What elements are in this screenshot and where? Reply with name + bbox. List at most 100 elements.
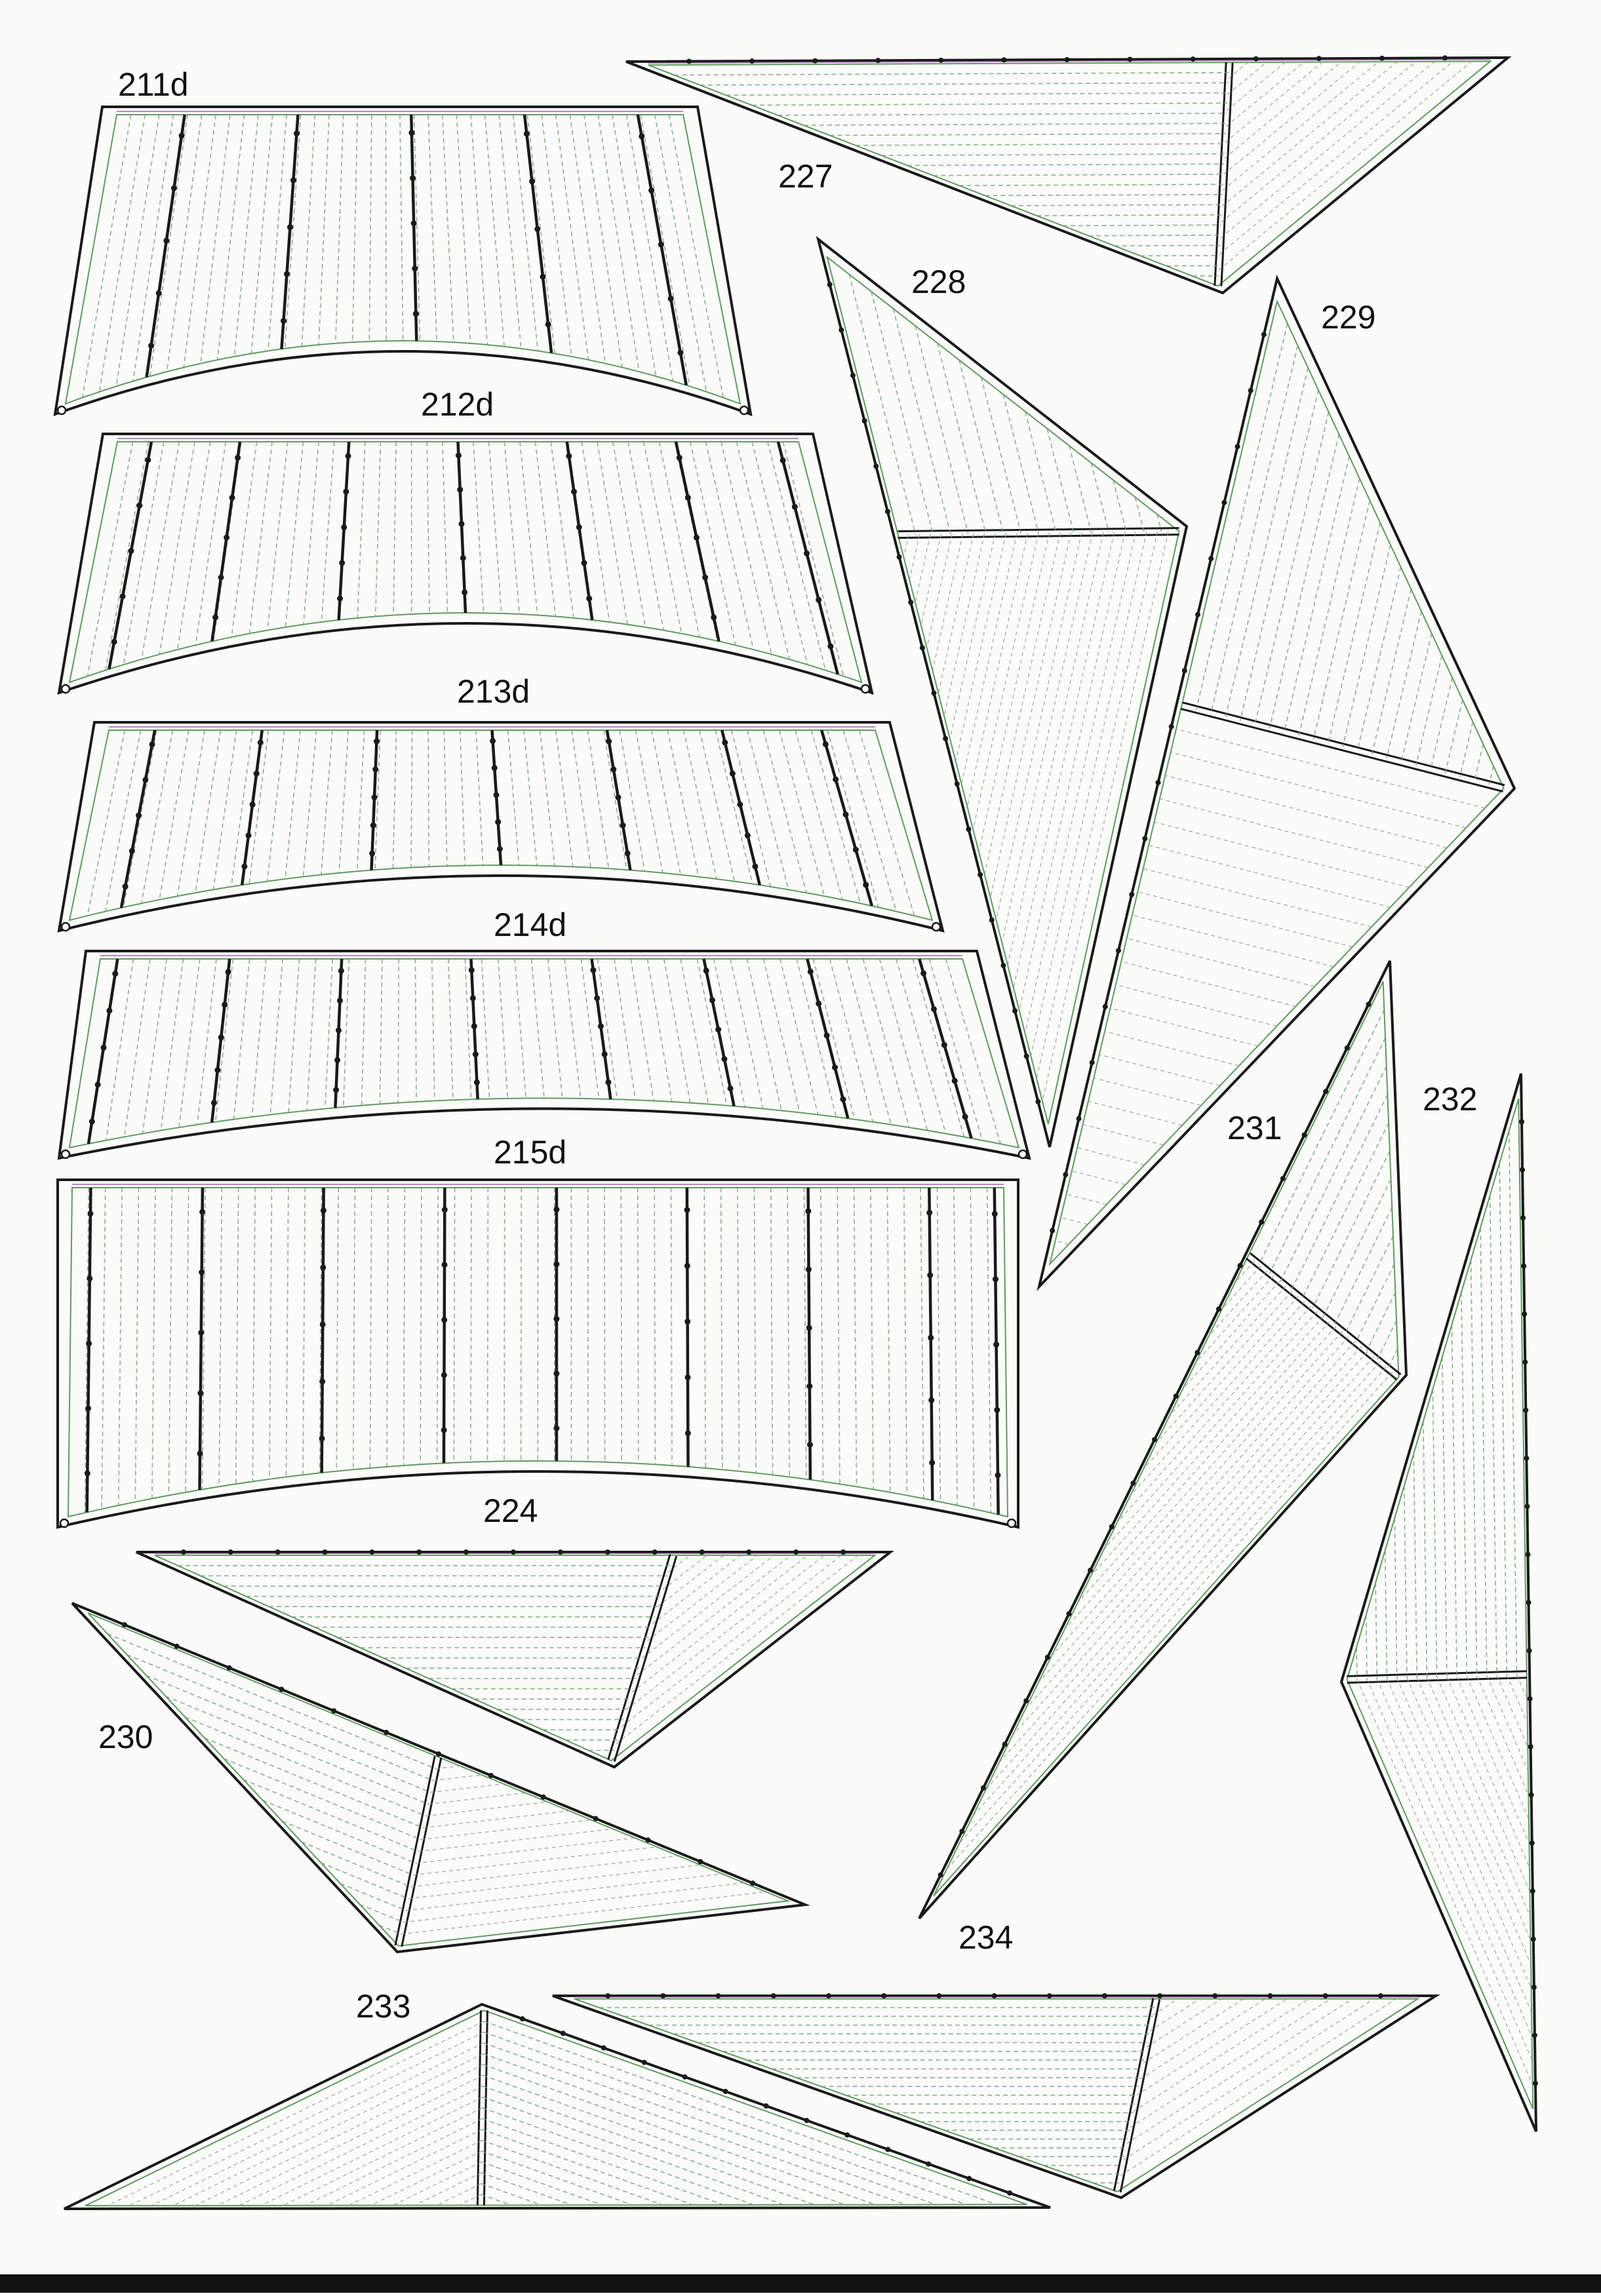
sail-cloth-line [431, 1784, 504, 1793]
edge-point [1527, 1648, 1532, 1653]
sail-cloth-line [1372, 589, 1412, 754]
seam-point [524, 131, 530, 137]
sail-cloth-line [1404, 1486, 1407, 1678]
sail-cloth-line [1487, 1675, 1528, 1771]
seam-point [441, 1427, 447, 1433]
edge-point [1532, 1985, 1537, 1990]
sail-cloth-line [1154, 822, 1409, 887]
sail-cloth-line [979, 533, 1049, 852]
sail-cloth-line [1099, 1055, 1220, 1085]
sail-cloth-line [201, 115, 230, 364]
sail-cloth-line [319, 115, 329, 345]
seam-point [658, 242, 664, 248]
sail-cloth-line [996, 532, 1082, 920]
sail-cloth-line [465, 959, 471, 1099]
seam-point [171, 185, 177, 191]
clew-ring [62, 685, 69, 693]
sail-cloth-line [956, 534, 1006, 762]
sail-cloth-line [721, 1188, 722, 1469]
sail-cloth-line [1025, 412, 1056, 533]
sail-cloth-line [1394, 1518, 1396, 1678]
sail-cloth-line [393, 730, 397, 868]
sail-cloth-line [325, 959, 332, 1109]
sail-cloth-line [205, 1738, 424, 1827]
sail-cloth-line [185, 1717, 425, 1816]
seam-point [441, 1317, 447, 1323]
sail-cloth-line [1324, 1179, 1391, 1316]
sail-cloth-line [1137, 892, 1353, 947]
sail-cloth-line [482, 2151, 633, 2205]
seam-point [197, 1390, 203, 1396]
label-229: 229 [1321, 299, 1375, 336]
sail-cloth-line [481, 2183, 542, 2205]
sail-cloth-line [420, 1188, 422, 1464]
edge-point [652, 1549, 658, 1555]
sail-cloth-line [307, 959, 316, 1110]
edge-point [593, 1816, 599, 1821]
seam-point [229, 495, 235, 501]
sail-cloth-line [1433, 1389, 1436, 1677]
label-232: 232 [1423, 1081, 1477, 1118]
edge-point [1012, 1008, 1018, 1013]
sail-cloth-line [613, 442, 646, 627]
seam-point [199, 1270, 205, 1275]
seam-point [290, 178, 296, 184]
edge-point [1024, 1054, 1029, 1059]
seam-point [346, 453, 351, 459]
edge-point [561, 2031, 566, 2036]
sail-cloth-line [460, 730, 465, 866]
seam-point [677, 455, 682, 461]
sail-cloth-line [1447, 1677, 1530, 1867]
sail-split-seam [614, 1556, 677, 1761]
sail-cloth-line [1255, 412, 1329, 725]
sail-cloth-line [732, 730, 770, 887]
sail-seam [808, 1188, 810, 1480]
sail-cloth-line [106, 442, 148, 671]
sail-231 [919, 961, 1406, 1918]
seam-point [694, 535, 700, 541]
sail-cloth-line [1270, 1038, 1385, 1274]
scan-edge-strip [0, 2274, 1601, 2293]
seam-point [926, 1210, 932, 1216]
sail-cloth-line [142, 442, 180, 659]
seam-point [254, 771, 260, 777]
label-212d: 212d [421, 386, 494, 423]
sail-cloth-line [973, 1362, 1380, 1816]
seam-point [408, 130, 414, 136]
sail-cloth-line [536, 442, 556, 616]
sail-cloth-line [1313, 501, 1370, 740]
sail-split-seam [898, 528, 1179, 532]
edge-point [938, 1873, 943, 1878]
sail-cloth-line [1183, 1281, 1280, 1390]
sail-cloth-line [1117, 1306, 1311, 1523]
seam-point [106, 1007, 112, 1013]
edge-point [416, 1549, 422, 1555]
sail-cloth-line [985, 195, 1223, 196]
sail-211d [55, 107, 751, 414]
sail-cloth-line [167, 115, 201, 372]
sail-cloth-line [1474, 744, 1483, 781]
sail-215d [58, 1180, 1018, 1527]
seam-point [413, 311, 419, 317]
seam-point [123, 884, 128, 889]
edge-point [1301, 1133, 1307, 1138]
seam-point [685, 1374, 691, 1380]
edge-point [920, 645, 925, 650]
sail-cloth-line [920, 1188, 924, 1498]
sail-cloth-line [393, 442, 396, 615]
edge-point [936, 1993, 941, 1998]
seam-point [222, 1002, 227, 1007]
sail-cloth-line [752, 442, 807, 665]
seam-point [529, 178, 535, 184]
sail-cloth-line [406, 1874, 722, 1911]
seam-point [334, 1057, 340, 1063]
seam-point [333, 1087, 339, 1093]
sail-cloth-line [234, 959, 250, 1119]
sail-cloth-line [671, 1188, 672, 1466]
seam-point [553, 1426, 559, 1431]
seam-point [111, 639, 117, 645]
sail-cloth-line [400, 115, 403, 341]
sail-seam [524, 115, 551, 353]
sail-cloth-line [288, 959, 299, 1112]
seam-point [235, 455, 241, 461]
